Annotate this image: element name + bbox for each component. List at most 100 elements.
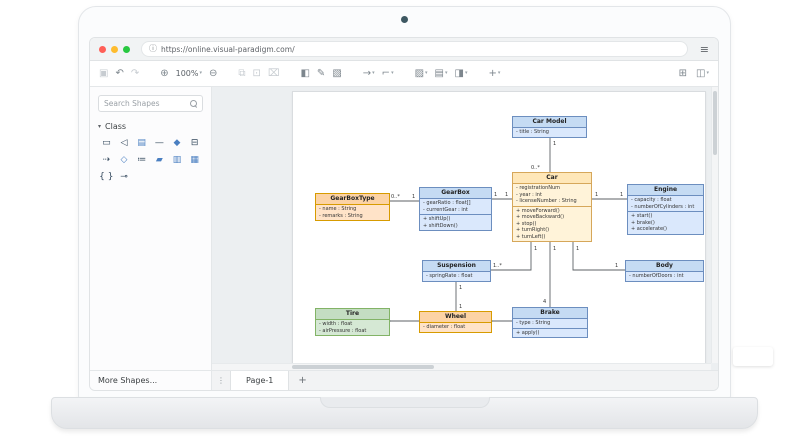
fill-style-icon[interactable]: ▨▾ xyxy=(415,68,428,79)
more-shapes-button[interactable]: More Shapes... xyxy=(90,371,212,390)
insert-icon[interactable]: +▾ xyxy=(488,68,500,79)
multiplicity-label: 1 xyxy=(620,192,623,198)
uml-attribute: - title : String xyxy=(516,129,549,135)
shape-divided-class-icon[interactable]: ⊟ xyxy=(190,138,199,148)
multiplicity-label: 1 xyxy=(576,246,579,252)
multiplicity-label: 1 xyxy=(412,194,415,200)
shape-object-icon[interactable]: ▥ xyxy=(172,155,182,165)
zoom-out-glyph: ⊖ xyxy=(209,67,218,79)
order-icon[interactable]: ▤▾ xyxy=(434,67,448,79)
tab-page-1[interactable]: Page-1 xyxy=(230,371,290,390)
caret-down-icon: ▾ xyxy=(391,70,394,76)
uml-attribute: - licenseNumber : String xyxy=(516,198,577,204)
uml-class-name: GearBox xyxy=(420,188,491,199)
minimize-window-button[interactable] xyxy=(111,45,118,53)
uml-class-brake[interactable]: Brake- type : String+ apply() xyxy=(512,307,588,338)
connector-car-body[interactable] xyxy=(572,241,625,271)
uml-attributes-section: - width : float- airPressure : float xyxy=(316,320,389,335)
shadow-icon[interactable]: ▧ xyxy=(332,68,341,79)
shape-composition-icon[interactable]: ◆ xyxy=(173,138,181,148)
horizontal-scroll-thumb[interactable] xyxy=(292,365,434,369)
browser-menu-icon[interactable]: ≡ xyxy=(699,42,709,56)
search-input[interactable]: Search Shapes xyxy=(98,95,203,112)
toggle-panel-icon[interactable]: ⊞ xyxy=(679,68,687,79)
multiplicity-label: 1 xyxy=(494,192,497,198)
shape-class-icon[interactable]: ▭ xyxy=(102,138,111,148)
multiplicity-label: 1 xyxy=(459,304,462,310)
uml-methods-section: + start()+ brake()+ accelerate() xyxy=(628,211,703,234)
toolbar-right-items: ⊞ ◫▾ xyxy=(679,68,709,79)
copy-icon[interactable]: ⧉ xyxy=(238,68,245,79)
uml-class-car-model[interactable]: Car Model- title : String xyxy=(512,116,587,138)
paste-icon[interactable]: ⊡ xyxy=(252,67,261,79)
multiplicity-label: 1 xyxy=(615,263,618,269)
line-color-icon[interactable]: ✎ xyxy=(317,68,325,79)
fill-color-icon[interactable]: ◧ xyxy=(300,68,309,79)
connector-style-icon[interactable]: ⌐▾ xyxy=(381,67,394,79)
uml-class-name: Wheel xyxy=(420,312,491,323)
zoom-level[interactable]: 100%▾ xyxy=(176,69,203,78)
uml-class-wheel[interactable]: Wheel- diameter : float xyxy=(419,311,492,333)
url-bar[interactable]: ⓘ https://online.visual-paradigm.com/ xyxy=(141,41,688,57)
drag-handle-icon[interactable]: ⋮ xyxy=(217,376,225,385)
vertical-scrollbar[interactable] xyxy=(711,87,718,363)
uml-attributes-section: - capacity : float- numberOfCylinders : … xyxy=(628,196,703,211)
connector-car-suspension[interactable] xyxy=(491,241,532,271)
shape-palette: ▭ ◁ ▤ — ◆ ⊟ ⇢ ◇ ≔ ▰ ▥ ▦ { } ⊸ xyxy=(98,138,203,182)
arrow-style-glyph: → xyxy=(362,67,372,79)
shape-rich-class-icon[interactable]: ▤ xyxy=(137,138,146,148)
uml-attributes-section: - diameter : float xyxy=(420,323,491,332)
uml-class-suspension[interactable]: Suspension- springRate : float xyxy=(422,260,491,282)
uml-class-engine[interactable]: Engine- capacity : float- numberOfCylind… xyxy=(627,184,704,235)
bottom-bar: More Shapes... ⋮ Page-1 + xyxy=(90,370,718,390)
redo-icon[interactable]: ↷ xyxy=(131,68,139,79)
effects-icon[interactable]: ◨▾ xyxy=(455,68,468,79)
uml-method: + shiftDown() xyxy=(423,222,458,229)
undo-icon[interactable]: ↶ xyxy=(115,68,123,79)
site-info-icon: ⓘ xyxy=(149,44,157,53)
uml-class-car[interactable]: Car- registrationNum- year : int- licens… xyxy=(512,172,592,242)
shape-aggregation-icon[interactable]: ◇ xyxy=(120,155,128,165)
uml-method: + accelerate() xyxy=(631,226,667,232)
uml-attributes-section: - numberOfDoors : int xyxy=(626,272,703,281)
vertical-scroll-thumb[interactable] xyxy=(713,91,717,155)
shape-lollipop-icon[interactable]: ⊸ xyxy=(120,172,128,182)
shape-multiline-icon[interactable]: ≔ xyxy=(137,155,147,165)
format-panel-icon[interactable]: ◫▾ xyxy=(696,68,709,79)
caret-down-icon: ▾ xyxy=(445,70,448,76)
horizontal-scrollbar[interactable] xyxy=(212,363,711,370)
paste-glyph: ⊡ xyxy=(252,67,261,79)
uml-class-tire[interactable]: Tire- width : float- airPressure : float xyxy=(315,308,390,336)
shape-inheritance-icon[interactable]: ◁ xyxy=(120,138,128,148)
uml-attribute: - gearRatio : float[] xyxy=(423,200,471,206)
fullscreen-window-button[interactable] xyxy=(123,45,130,53)
zoom-in-icon[interactable]: ⊕ xyxy=(160,68,168,79)
shape-package-icon[interactable]: ▰ xyxy=(155,155,163,165)
order-glyph: ▤ xyxy=(434,67,444,79)
uml-class-gearbox[interactable]: GearBox- gearRatio : float[]- currentGea… xyxy=(419,187,492,231)
close-window-button[interactable] xyxy=(99,45,106,53)
toolbar-gap xyxy=(401,73,408,74)
uml-attribute: - airPressure : float xyxy=(319,327,367,334)
shape-constraint-icon[interactable]: { } xyxy=(99,172,114,182)
uml-class-name: Tire xyxy=(316,309,389,320)
shape-association-icon[interactable]: — xyxy=(154,138,164,148)
uml-class-body[interactable]: Body- numberOfDoors : int xyxy=(625,260,704,282)
uml-class-gearbox-type[interactable]: GearBoxType- name : String- remarks : St… xyxy=(315,193,390,221)
add-page-button[interactable]: + xyxy=(298,375,307,386)
uml-class-name: GearBoxType xyxy=(316,194,389,205)
zoom-out-icon[interactable]: ⊖ xyxy=(209,67,218,79)
delete-icon[interactable]: ⌧ xyxy=(268,68,280,79)
shape-note-icon[interactable]: ▦ xyxy=(190,155,199,165)
shape-dependency-icon[interactable]: ⇢ xyxy=(102,155,111,165)
shapes-sidebar: Search Shapes ▾ Class ▭ ◁ ▤ — ◆ ⊟ ⇢ ◇ ≔ ▰ ▥ ▦ { } ⊸ xyxy=(90,87,212,370)
arrow-style-icon[interactable]: →▾ xyxy=(362,67,375,79)
section-class[interactable]: ▾ Class xyxy=(98,122,203,131)
connector-style-glyph: ⌐ xyxy=(381,67,391,79)
uml-attributes-section: - type : String xyxy=(513,319,587,328)
save-icon[interactable]: ▣ xyxy=(99,68,108,79)
caret-down-icon: ▾ xyxy=(199,70,203,76)
